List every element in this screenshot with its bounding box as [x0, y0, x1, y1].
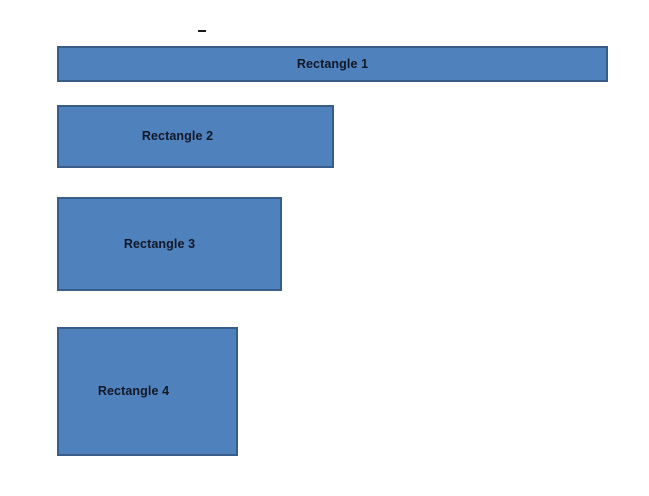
rectangle-shape-1[interactable]: Rectangle 1 [57, 46, 608, 82]
rectangle-label-2: Rectangle 2 [141, 129, 214, 144]
stray-dash-mark [198, 30, 206, 32]
rectangle-shape-2[interactable]: Rectangle 2 [57, 105, 334, 168]
rectangle-label-4: Rectangle 4 [97, 384, 170, 399]
rectangle-shape-4[interactable]: Rectangle 4 [57, 327, 238, 456]
rectangle-shape-3[interactable]: Rectangle 3 [57, 197, 282, 291]
rectangle-label-3: Rectangle 3 [123, 236, 196, 251]
rectangle-label-1: Rectangle 1 [296, 56, 369, 71]
